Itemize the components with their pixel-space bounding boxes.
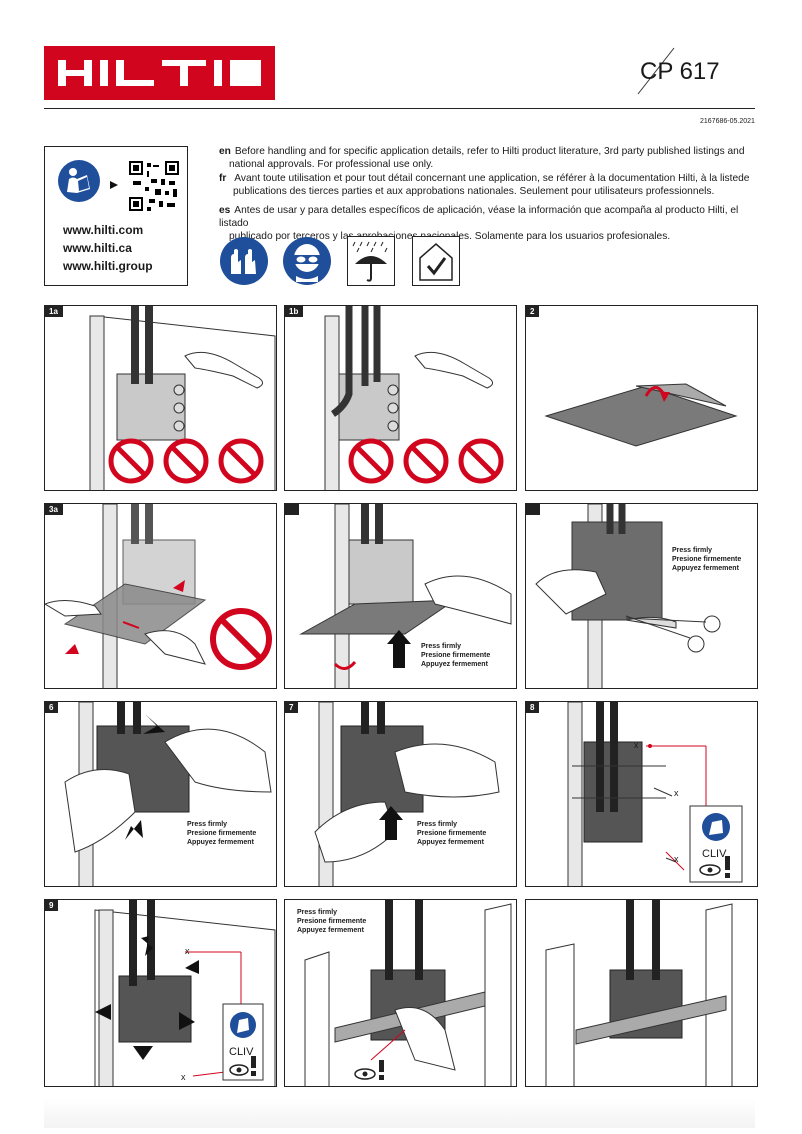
press-firmly-note: Press firmly Presione firmemente Appuyez… [421, 642, 490, 669]
press-fr: Appuyez fermement [421, 661, 488, 668]
lang-code-en: en [219, 146, 231, 157]
press-firmly-note: Press firmly Presione firmemente Appuyez… [187, 820, 256, 847]
instruction-en: en Before handling and for specific appl… [219, 145, 759, 171]
step-label: 8 [526, 702, 540, 713]
instruction-fr-line1: Avant toute utilisation et pour tout dét… [234, 173, 750, 184]
dim-x-bottom: x [674, 854, 679, 864]
step-7-panel: 7 Press firmly Presione firmemente Appuy… [284, 701, 517, 887]
step-label: 9 [45, 900, 59, 911]
step-10-panel: Press firmly Presione firmemente Appuyez… [284, 899, 517, 1087]
instruction-fr-line2: publications des tierces parties et aux … [233, 186, 715, 197]
header-rule [44, 108, 755, 109]
arrow-right-icon [110, 181, 118, 189]
step-4-illustration [299, 504, 512, 688]
url-hilti-com[interactable]: www.hilti.com [63, 223, 144, 237]
step-6-panel: 6 Press firmly Presione firmemente Appuy… [44, 701, 277, 887]
step-label: 3a [45, 504, 63, 515]
step-7-illustration [314, 702, 500, 886]
instruction-es-line1: Antes de usar y para detalles específico… [219, 205, 739, 229]
press-fr: Appuyez fermement [672, 565, 739, 572]
press-es: Presione firmemente [417, 830, 487, 837]
step-label: 1b [285, 306, 304, 317]
step-label: 6 [45, 702, 59, 713]
hilti-logo [44, 46, 275, 100]
step-label [285, 504, 299, 515]
press-firmly-note: Press firmly Presione firmemente Appuyez… [672, 546, 741, 573]
cliv-label: CLIV [702, 848, 727, 860]
step-9-panel: 9 x x CLIV [44, 899, 277, 1087]
step-3a-panel: 3a [44, 503, 277, 689]
product-model: CP 617 [640, 58, 720, 85]
press-en: Press firmly [421, 643, 462, 650]
step-1b-panel: 1b [284, 305, 517, 491]
info-box: www.hilti.com www.hilti.ca www.hilti.gro… [44, 146, 188, 286]
gloves-icon [220, 237, 268, 285]
instruction-fr: fr Avant toute utilisation et pour tout … [219, 172, 759, 198]
press-en: Press firmly [187, 821, 228, 828]
step-8-panel: 8 x x x CLIV [525, 701, 758, 887]
read-manual-icon [58, 160, 100, 202]
step-label [526, 504, 540, 515]
step-11-panel [525, 899, 758, 1087]
press-fr: Appuyez fermement [297, 927, 364, 934]
dim-x-top: x [634, 740, 639, 750]
press-es: Presione firmemente [187, 830, 257, 837]
dim-x-bottom: x [181, 1072, 186, 1082]
document-number: 2167686-05.2021 [700, 118, 755, 125]
dim-x-top: x [185, 946, 190, 956]
step-2-illustration [544, 383, 738, 447]
press-en: Press firmly [297, 909, 338, 916]
lang-code-fr: fr [219, 173, 227, 184]
press-en: Press firmly [417, 821, 458, 828]
dim-x-middle: x [674, 788, 679, 798]
press-en: Press firmly [672, 547, 713, 554]
press-firmly-note: Press firmly Presione firmemente Appuyez… [417, 820, 486, 847]
qr-code [129, 161, 179, 211]
cliv-label: CLIV [229, 1046, 254, 1058]
indoor-use-icon [412, 236, 460, 286]
press-es: Presione firmemente [421, 652, 491, 659]
step-1a-panel: 1a [44, 305, 277, 491]
press-fr: Appuyez fermement [187, 839, 254, 846]
press-firmly-note: Press firmly Presione firmemente Appuyez… [297, 908, 366, 935]
step-2-panel: 2 [525, 305, 758, 491]
slash-decoration [637, 47, 675, 95]
url-hilti-ca[interactable]: www.hilti.ca [63, 241, 132, 255]
instruction-en-line1: Before handling and for specific applica… [234, 146, 745, 157]
press-es: Presione firmemente [672, 556, 742, 563]
step-6-illustration [64, 702, 272, 886]
url-hilti-group[interactable]: www.hilti.group [63, 259, 153, 273]
step-9-illustration [94, 900, 276, 1086]
step-3a-illustration [45, 504, 272, 688]
step-label: 7 [285, 702, 299, 713]
instruction-en-line2: national approvals. For professional use… [229, 159, 434, 170]
lang-code-es: es [219, 205, 231, 216]
press-fr: Appuyez fermement [417, 839, 484, 846]
step-label: 2 [526, 306, 540, 317]
press-es: Presione firmemente [297, 918, 367, 925]
step-1a-illustration [89, 306, 276, 490]
goggles-icon [283, 237, 331, 285]
step-11-illustration [545, 900, 733, 1086]
step-5-illustration [535, 504, 721, 688]
step-5-panel: Press firmly Presione firmemente Appuyez… [525, 503, 758, 689]
footer-strip [44, 1098, 755, 1128]
step-8-illustration [567, 702, 743, 886]
step-10-illustration [304, 900, 512, 1086]
step-label: 1a [45, 306, 63, 317]
step-1b-illustration [324, 306, 504, 490]
keep-dry-icon [347, 236, 395, 286]
step-4-panel: Press firmly Presione firmemente Appuyez… [284, 503, 517, 689]
